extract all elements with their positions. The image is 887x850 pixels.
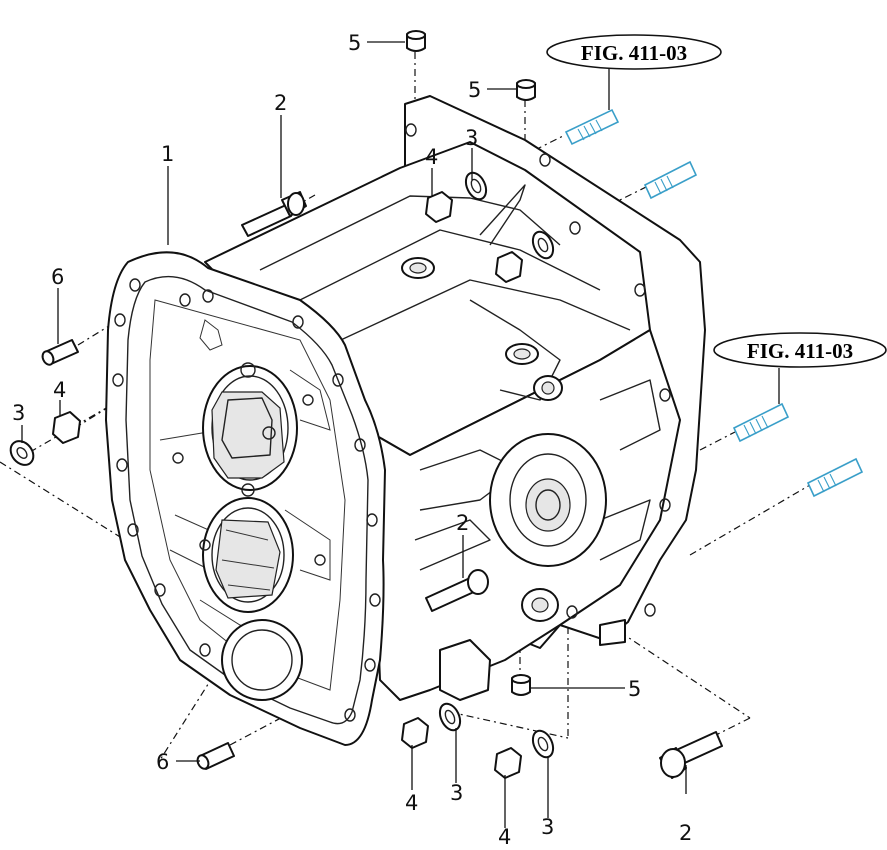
callout-2-lower: 2 bbox=[679, 821, 692, 845]
callout-3-bottom-right: 3 bbox=[541, 815, 554, 839]
bolt-middle bbox=[425, 569, 489, 612]
callout-5-top: 5 bbox=[348, 31, 361, 55]
callout-6-lower: 6 bbox=[156, 750, 169, 774]
callout-4-top: 4 bbox=[425, 145, 438, 169]
bolt-upper bbox=[241, 191, 307, 237]
callout-labels: 1 2 2 2 3 3 3 3 4 4 4 4 5 5 5 6 6 bbox=[12, 31, 692, 849]
stud-top-1 bbox=[564, 108, 620, 146]
stud-right-2 bbox=[806, 457, 864, 498]
callout-3-bottom-left: 3 bbox=[450, 781, 463, 805]
callout-5-upper: 5 bbox=[468, 78, 481, 102]
callout-2-middle: 2 bbox=[456, 511, 469, 535]
callout-3-top: 3 bbox=[465, 126, 478, 150]
dowel-pins bbox=[41, 339, 235, 770]
nuts bbox=[52, 191, 523, 779]
callout-4-bottom-left: 4 bbox=[405, 791, 418, 815]
figure-reference-top-label[interactable]: FIG. 411-03 bbox=[581, 41, 687, 65]
stud-top-2 bbox=[643, 160, 698, 200]
plugs bbox=[406, 30, 536, 696]
callout-5-lower: 5 bbox=[628, 677, 641, 701]
callout-1: 1 bbox=[161, 142, 174, 166]
washers bbox=[9, 171, 555, 759]
front-flange bbox=[105, 251, 386, 746]
callout-2-upper: 2 bbox=[274, 91, 287, 115]
callout-4-left: 4 bbox=[53, 378, 66, 402]
studs bbox=[564, 108, 864, 498]
figure-reference-right[interactable]: FIG. 411-03 bbox=[713, 332, 887, 368]
figure-reference-right-label[interactable]: FIG. 411-03 bbox=[747, 339, 853, 363]
callout-6-upper: 6 bbox=[51, 265, 64, 289]
transmission-housing bbox=[204, 95, 706, 701]
leader-lines bbox=[21, 41, 780, 828]
callout-3-left: 3 bbox=[12, 401, 25, 425]
bolt-lower bbox=[659, 731, 723, 779]
callout-4-bottom-right: 4 bbox=[498, 825, 511, 849]
stud-right-1 bbox=[732, 402, 790, 443]
figure-reference-top[interactable]: FIG. 411-03 bbox=[546, 34, 722, 70]
